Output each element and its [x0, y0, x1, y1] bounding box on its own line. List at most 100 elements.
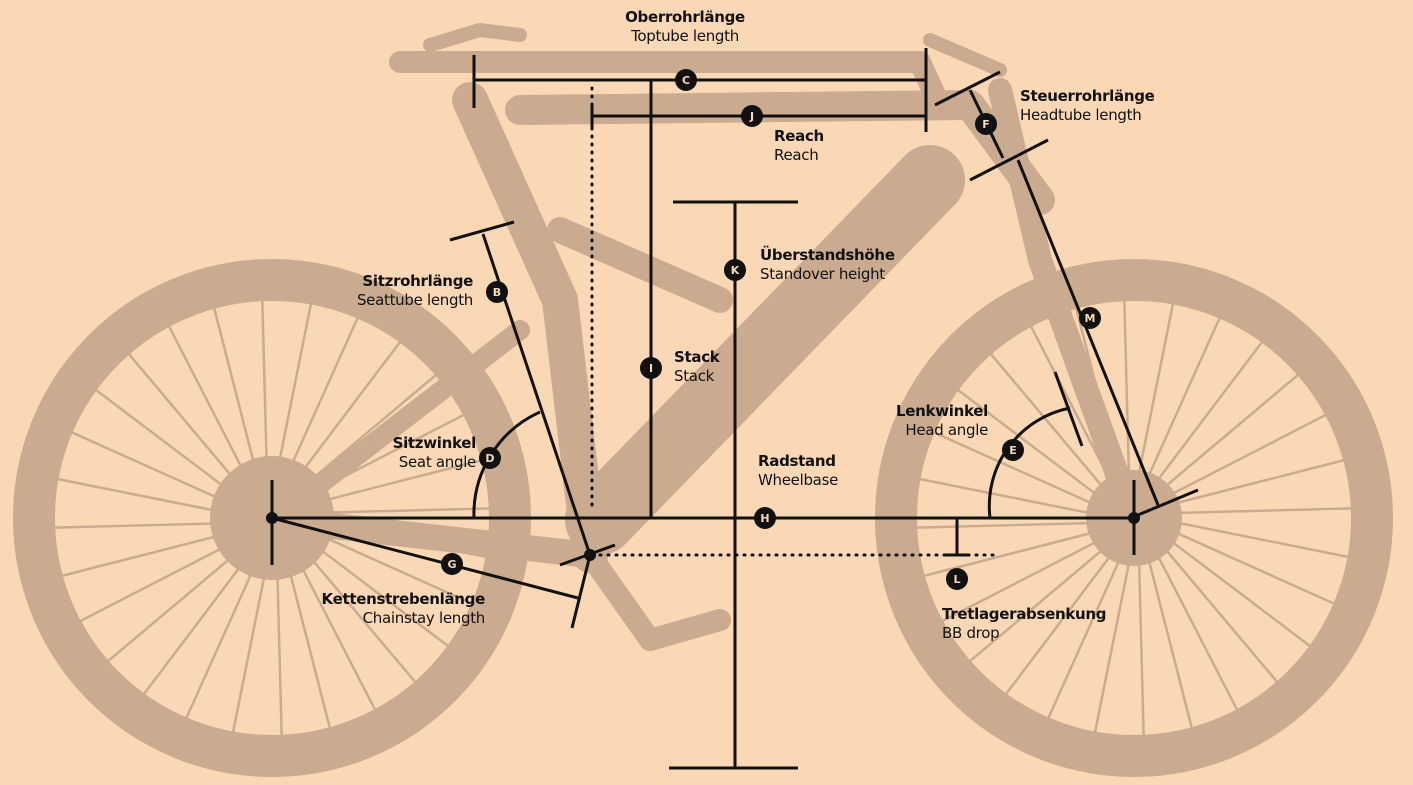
wheel-spoke [1153, 516, 1349, 559]
badge-b: B [486, 281, 508, 303]
chainstay-line [271, 516, 579, 600]
wheel-spoke [941, 529, 1119, 623]
wheel-spoke [1148, 529, 1279, 684]
badge-l: L [946, 568, 968, 590]
label-reach: Reach Reach [774, 127, 824, 165]
label-seat-angle-en: Seat angle [398, 452, 477, 471]
label-headtube-en: Headtube length [1020, 105, 1142, 124]
wheel-spoke [1137, 317, 1221, 500]
label-headtube: Steuerrohrlänge Headtube length [1020, 87, 1155, 125]
headtube-tick-top [934, 70, 1001, 107]
head-angle-tick [1053, 371, 1084, 447]
fork-line [1016, 159, 1160, 506]
label-standover-de: Überstandshöhe [760, 246, 895, 264]
badge-j: J [741, 105, 763, 127]
wheel-spoke [989, 352, 1120, 507]
svg-text:E: E [1009, 444, 1017, 457]
wheel-spoke [1151, 458, 1345, 511]
fork-tick [1137, 488, 1199, 517]
wheel-spoke [919, 477, 1115, 520]
badge-e: E [1002, 439, 1024, 461]
label-standover-en: Standover height [760, 264, 885, 283]
wheel-spoke [1149, 413, 1327, 507]
label-reach-en: Reach [774, 145, 819, 164]
label-bb-drop-en: BB drop [942, 623, 1000, 642]
svg-text:I: I [649, 362, 653, 375]
wheel-spoke [1152, 521, 1335, 605]
svg-text:D: D [485, 452, 494, 465]
svg-text:M: M [1085, 312, 1096, 325]
badge-g: G [441, 553, 463, 575]
svg-text:K: K [731, 264, 740, 277]
label-reach-de: Reach [774, 127, 824, 145]
label-seattube-de: Sitzrohrlänge [362, 272, 473, 290]
svg-text:L: L [953, 573, 960, 586]
badge-f: F [975, 113, 997, 135]
badge-m: M [1079, 307, 1101, 329]
label-stack-en: Stack [674, 366, 715, 385]
badge-k: K [724, 259, 746, 281]
label-toptube-en: Toptube length [631, 26, 739, 45]
label-chainstay-de: Kettenstrebenlänge [321, 590, 486, 608]
wheel-spoke [1047, 536, 1131, 719]
bike-frame [267, 23, 1142, 651]
wheel-spoke [933, 431, 1116, 515]
seattube-tick-top [449, 220, 515, 242]
letter-badges: B C D E F G H I J K L M [441, 69, 1101, 590]
label-standover: Überstandshöhe Standover height [760, 246, 895, 284]
points [266, 512, 1140, 561]
wheel-spoke [1151, 525, 1312, 648]
badge-h: H [754, 507, 776, 529]
bottom-bracket-point [584, 549, 596, 561]
wheel-spoke [1123, 300, 1131, 499]
label-wheelbase-de: Radstand [758, 452, 836, 470]
wheel-spoke [968, 532, 1123, 663]
rear-axle-point [266, 512, 278, 524]
wheel-spoke [1093, 537, 1136, 733]
wheel-spoke [1141, 340, 1264, 501]
wheel-spoke [923, 525, 1117, 578]
label-bb-drop: Tretlagerabsenkung BB drop [942, 605, 1107, 643]
badge-d: D [479, 447, 501, 469]
svg-text:J: J [749, 110, 754, 123]
label-seattube: Sitzrohrlänge Seattube length [330, 272, 473, 310]
label-seattube-en: Seattube length [356, 290, 473, 309]
badge-c: C [675, 69, 697, 91]
svg-text:G: G [447, 558, 456, 571]
label-headtube-de: Steuerrohrlänge [1020, 87, 1155, 105]
label-stack: Stack Stack [674, 348, 720, 386]
label-toptube: Oberrohrlänge Toptube length [620, 8, 750, 46]
svg-text:H: H [760, 512, 769, 525]
label-head-angle-de: Lenkwinkel [896, 402, 988, 420]
label-head-angle: Lenkwinkel Head angle [868, 402, 988, 440]
label-wheelbase-en: Wheelbase [758, 470, 839, 489]
front-axle-point [1128, 512, 1140, 524]
label-bb-drop-de: Tretlagerabsenkung [942, 605, 1107, 623]
wheel-spoke [1141, 535, 1194, 729]
label-head-angle-en: Head angle [905, 420, 988, 439]
badge-i: I [640, 357, 662, 379]
wheel-spoke [1137, 537, 1145, 736]
wheel-spoke [916, 521, 1115, 529]
svg-text:F: F [982, 118, 990, 131]
label-chainstay: Kettenstrebenlänge Chainstay length [300, 590, 486, 628]
bike-silhouette [13, 23, 1393, 777]
label-seat-angle-de: Sitzwinkel [392, 434, 477, 452]
wheel-spoke [1145, 533, 1239, 711]
svg-text:C: C [682, 74, 690, 87]
wheel-spoke [1004, 535, 1127, 696]
dotted-lines [590, 86, 1000, 557]
svg-text:B: B [493, 286, 501, 299]
label-wheelbase: Radstand Wheelbase [758, 452, 838, 490]
headtube-tick-bottom [969, 138, 1049, 182]
label-toptube-de: Oberrohrlänge [625, 8, 745, 26]
wheel-spoke [956, 388, 1117, 511]
label-seat-angle: Sitzwinkel Seat angle [348, 434, 477, 472]
wheel-spoke [1153, 507, 1352, 515]
wheel-spoke [1145, 373, 1300, 504]
chainstay-tick [570, 554, 592, 629]
label-stack-de: Stack [674, 348, 720, 366]
label-chainstay-en: Chainstay length [362, 608, 486, 627]
